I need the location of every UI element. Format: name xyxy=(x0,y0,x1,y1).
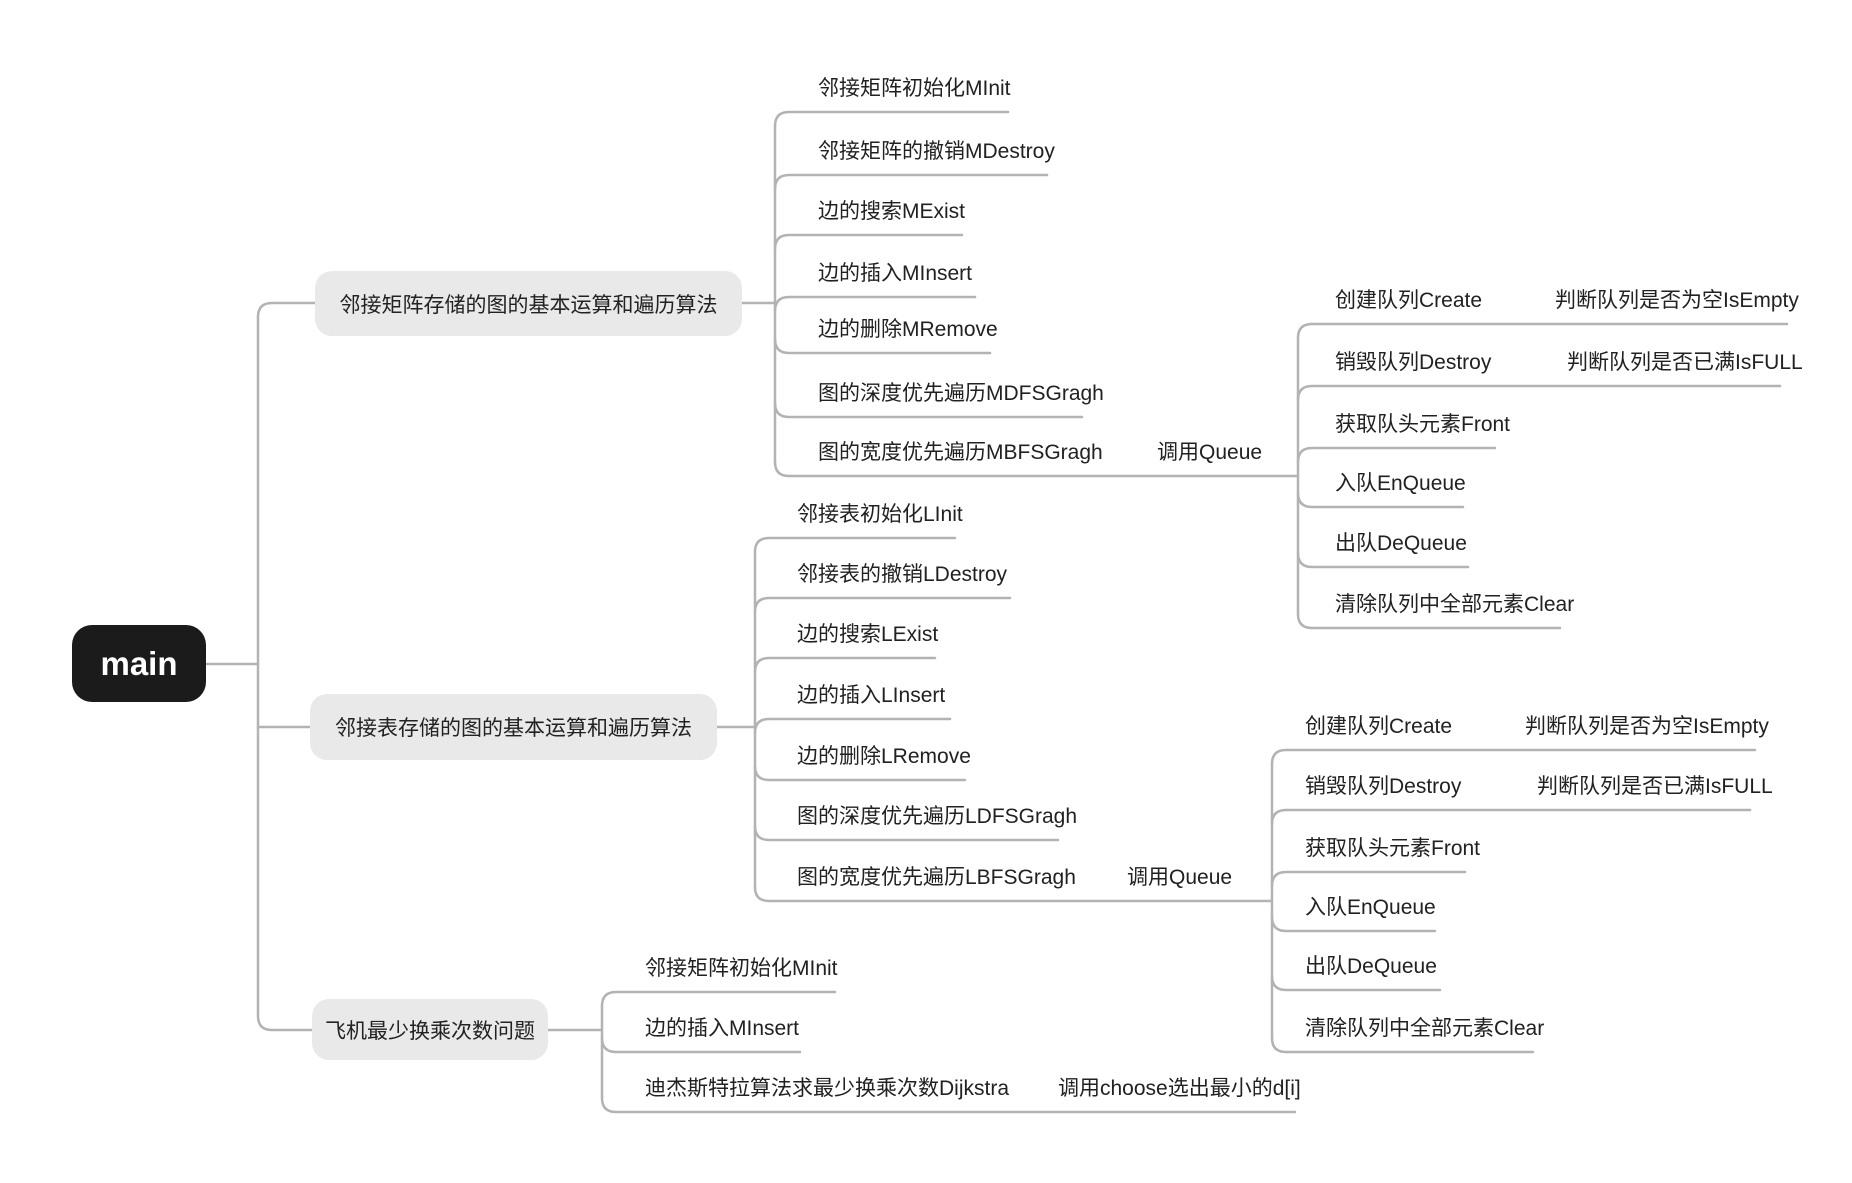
branch-topic-flight-transfer[interactable]: 飞机最少换乘次数问题 xyxy=(312,999,548,1060)
connector-q1-row xyxy=(1296,551,1470,569)
topic-minsert[interactable]: 边的插入MInsert xyxy=(818,262,973,285)
connector-b3-row xyxy=(600,1096,1297,1114)
topic-linsert[interactable]: 边的插入LInsert xyxy=(797,684,946,707)
topic-linit[interactable]: 邻接表初始化LInit xyxy=(797,503,963,526)
connector-b1-row xyxy=(773,460,1300,478)
connector-b1-row xyxy=(773,401,1084,419)
connector-q2-row xyxy=(1270,915,1437,933)
topic-q2-create[interactable]: 创建队列Create xyxy=(1305,715,1453,738)
connector-q2-row xyxy=(1270,808,1752,826)
topic-lremove[interactable]: 边的删除LRemove xyxy=(797,745,971,768)
topic-call-queue-2[interactable]: 调用Queue xyxy=(1127,866,1233,889)
topic-mexist[interactable]: 边的搜索MExist xyxy=(818,200,965,223)
topic-flight-minsert[interactable]: 边的插入MInsert xyxy=(645,1017,800,1040)
connector-b2-row xyxy=(753,885,1274,903)
topic-q2-enqueue[interactable]: 入队EnQueue xyxy=(1305,896,1436,919)
connector-q1-row xyxy=(1296,491,1465,509)
topic-call-queue-1[interactable]: 调用Queue xyxy=(1157,441,1263,464)
connector-b2-row xyxy=(753,764,967,782)
connector-q2-row xyxy=(1270,974,1442,992)
topic-q1-clear[interactable]: 清除队列中全部元素Clear xyxy=(1335,593,1575,616)
topic-minit[interactable]: 邻接矩阵初始化MInit xyxy=(818,77,1011,100)
topic-ldfsgragh[interactable]: 图的深度优先遍历LDFSGragh xyxy=(797,805,1078,828)
connector-b2-row xyxy=(753,656,937,674)
connector-b1-row xyxy=(773,295,977,313)
connector-b1-row xyxy=(773,110,1010,128)
connector-q1-row xyxy=(1296,612,1562,630)
connector-b2-row xyxy=(753,536,957,554)
connector-q1-row xyxy=(1296,322,1789,340)
connector-b1-row xyxy=(773,173,1049,191)
branch-topic-adjacency-list[interactable]: 邻接表存储的图的基本运算和遍历算法 xyxy=(310,694,717,760)
connector-b1-row xyxy=(773,233,964,251)
connector-spine xyxy=(256,301,317,1032)
topic-ldestroy[interactable]: 邻接表的撤销LDestroy xyxy=(797,563,1008,586)
connector-q2-row xyxy=(1270,1036,1535,1054)
topic-q1-create[interactable]: 创建队列Create xyxy=(1335,289,1483,312)
connector-q1-row xyxy=(1296,384,1782,402)
topic-flight-minit[interactable]: 邻接矩阵初始化MInit xyxy=(645,957,838,980)
connector-b3-row xyxy=(600,1036,802,1054)
topic-q1-isfull[interactable]: 判断队列是否已满IsFULL xyxy=(1567,351,1803,374)
topic-q1-destroy[interactable]: 销毁队列Destroy xyxy=(1335,351,1492,374)
topic-q1-enqueue[interactable]: 入队EnQueue xyxy=(1335,472,1466,495)
topic-q2-dequeue[interactable]: 出队DeQueue xyxy=(1305,955,1437,978)
topic-lexist[interactable]: 边的搜索LExist xyxy=(797,623,939,646)
branch-topic-adjacency-matrix[interactable]: 邻接矩阵存储的图的基本运算和遍历算法 xyxy=(315,271,742,336)
topic-q1-dequeue[interactable]: 出队DeQueue xyxy=(1335,532,1467,555)
topic-q2-clear[interactable]: 清除队列中全部元素Clear xyxy=(1305,1017,1545,1040)
topic-dijkstra[interactable]: 迪杰斯特拉算法求最少换乘次数Dijkstra xyxy=(645,1077,1010,1100)
topic-call-choose[interactable]: 调用choose选出最小的d[i] xyxy=(1058,1077,1301,1100)
topic-q1-front[interactable]: 获取队头元素Front xyxy=(1335,413,1511,436)
topic-q1-isempty[interactable]: 判断队列是否为空IsEmpty xyxy=(1555,289,1799,312)
topic-mdfsgragh[interactable]: 图的深度优先遍历MDFSGragh xyxy=(818,382,1104,405)
topic-mbfsgragh[interactable]: 图的宽度优先遍历MBFSGragh xyxy=(818,441,1103,464)
topic-q2-isempty[interactable]: 判断队列是否为空IsEmpty xyxy=(1525,715,1769,738)
connector-b1-row xyxy=(773,337,992,355)
connector-q1-row xyxy=(1296,446,1497,464)
topic-mremove[interactable]: 边的删除MRemove xyxy=(818,318,998,341)
topic-mdestroy[interactable]: 邻接矩阵的撤销MDestroy xyxy=(818,140,1055,163)
connector-q2-row xyxy=(1270,870,1467,888)
root-topic-main[interactable]: main xyxy=(72,625,206,702)
topic-q2-destroy[interactable]: 销毁队列Destroy xyxy=(1305,775,1462,798)
connector-b2-row xyxy=(753,596,1012,614)
connector-b3-row xyxy=(600,990,837,1008)
connector-q2-row xyxy=(1270,748,1757,766)
topic-lbfsgragh[interactable]: 图的宽度优先遍历LBFSGragh xyxy=(797,866,1076,889)
connector-b2-row xyxy=(753,824,1060,842)
topic-q2-front[interactable]: 获取队头元素Front xyxy=(1305,837,1481,860)
topic-q2-isfull[interactable]: 判断队列是否已满IsFULL xyxy=(1537,775,1773,798)
connector-b2-row xyxy=(753,717,952,735)
